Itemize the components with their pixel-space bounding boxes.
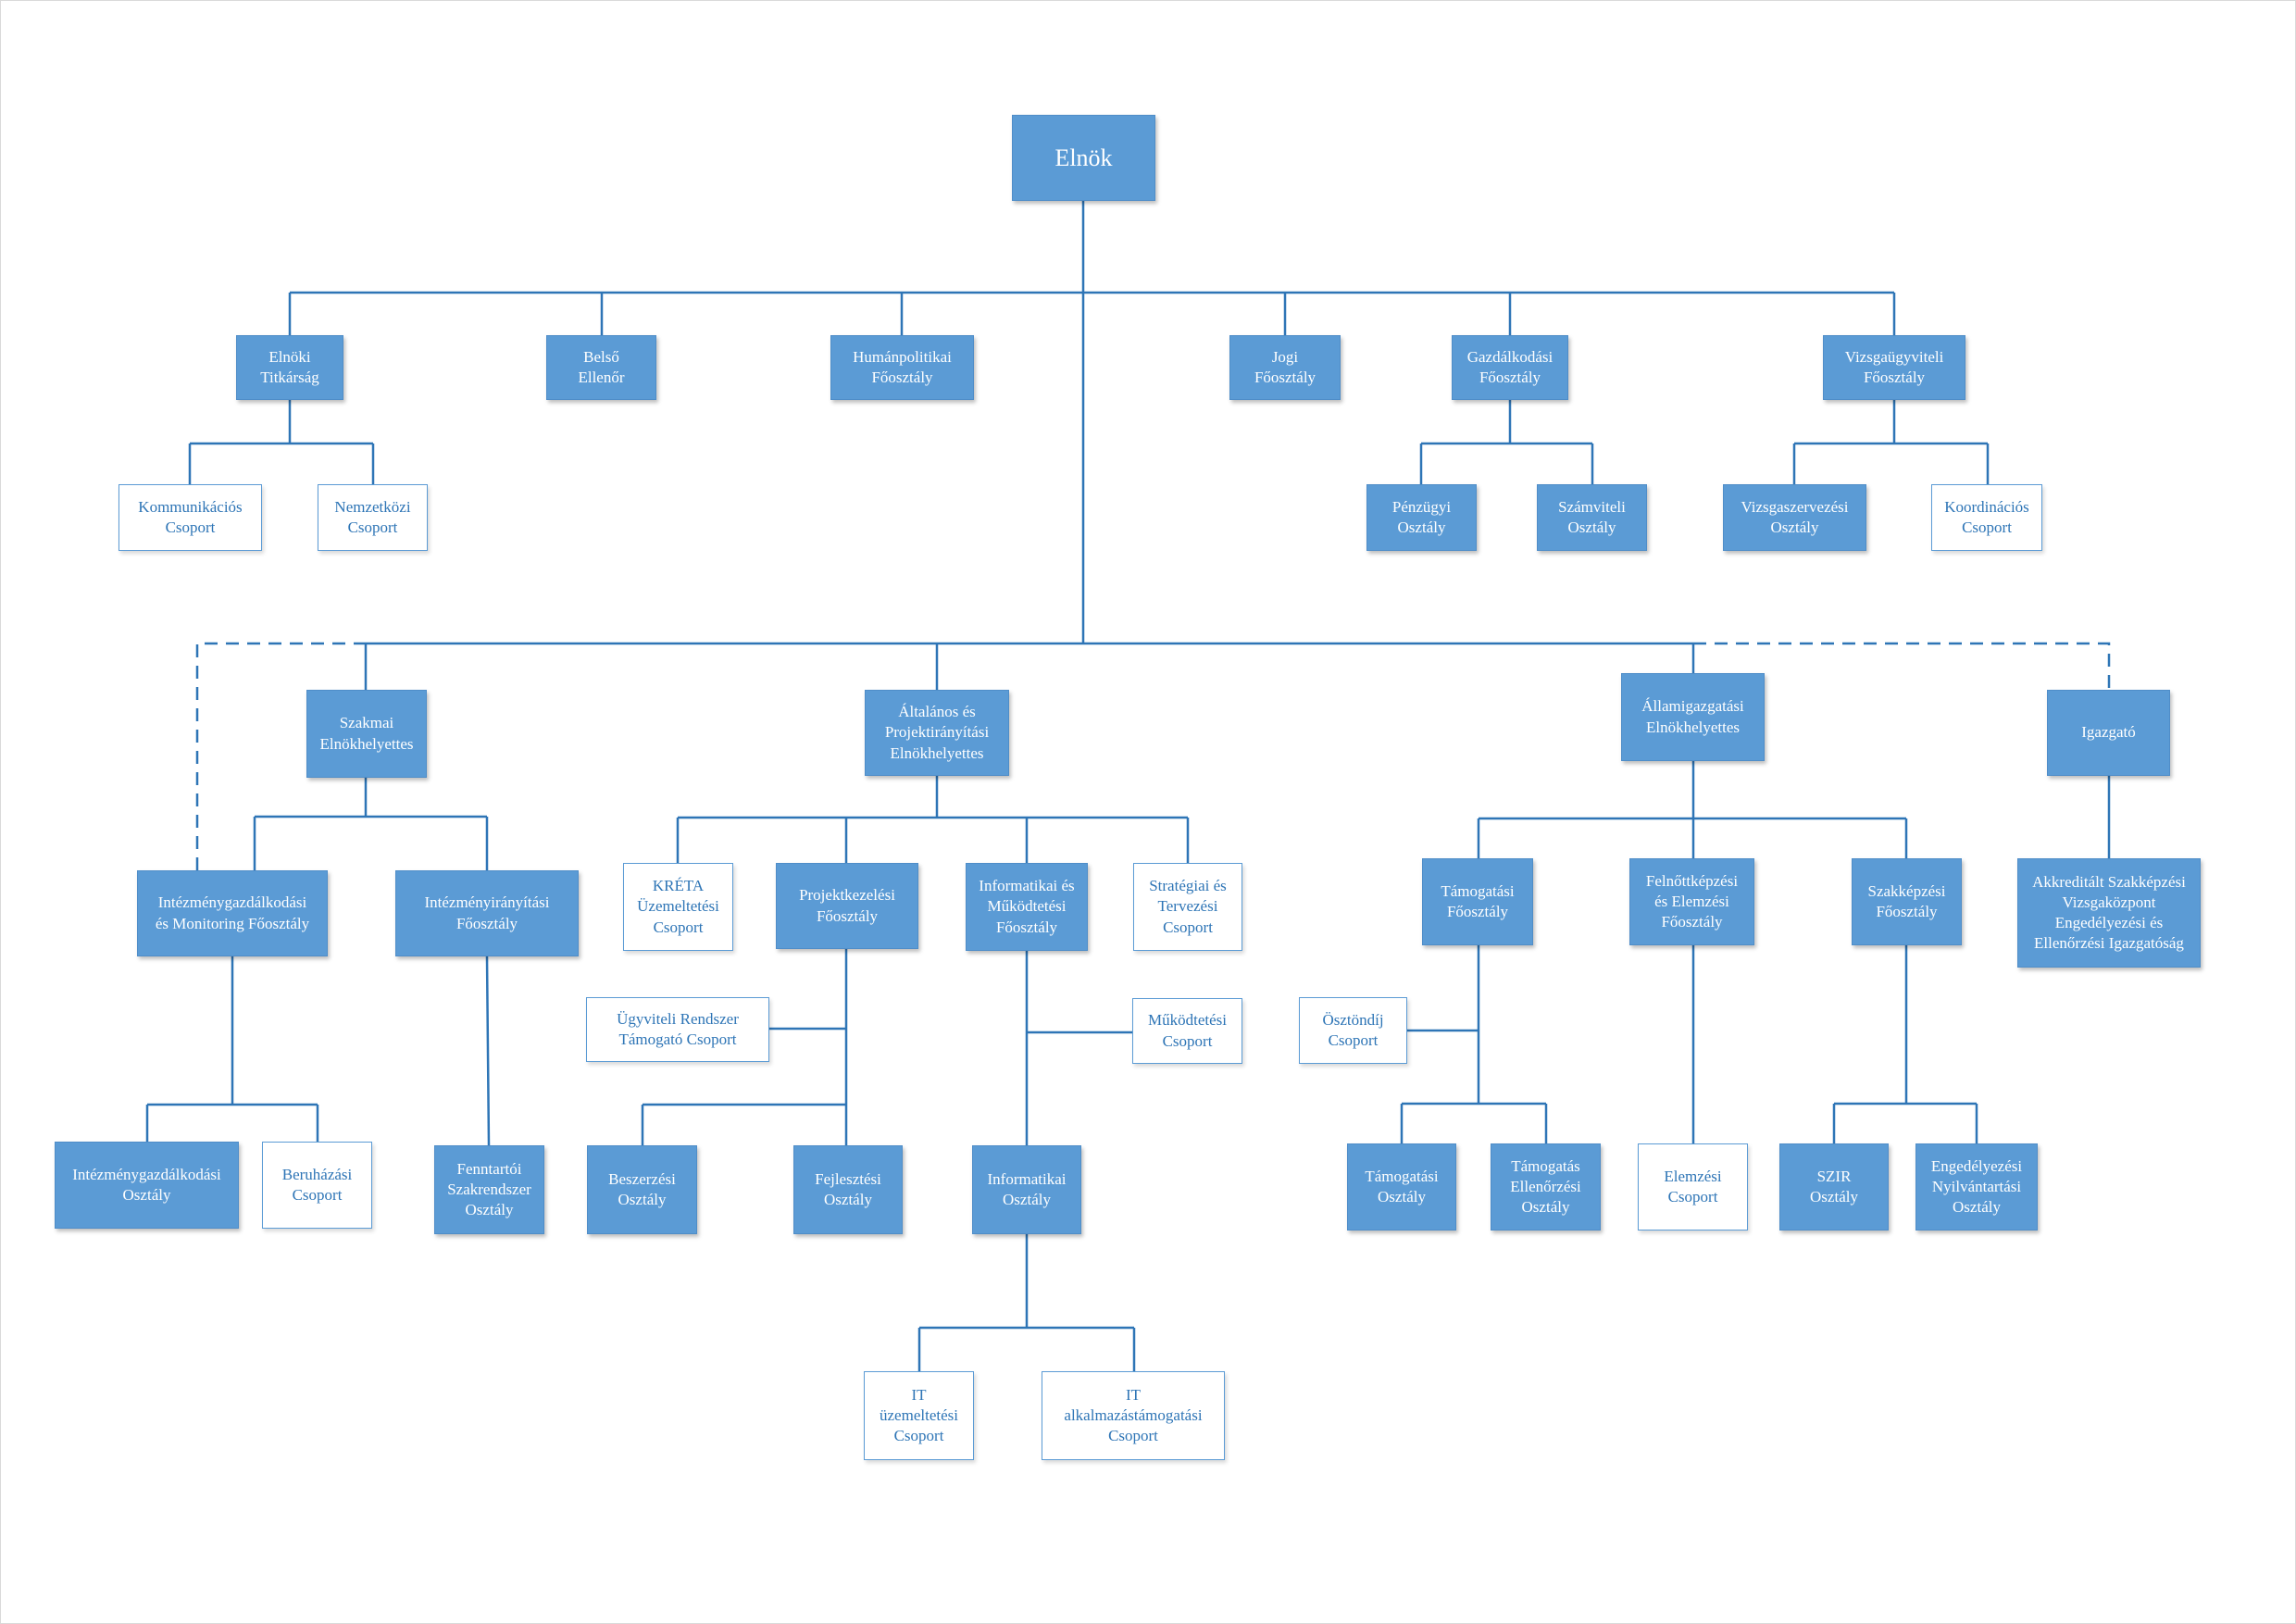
node-elnoki-titkarsag[interactable]: Elnöki Titkárság [236, 335, 343, 400]
node-fejlesztesi[interactable]: Fejlesztési Osztály [793, 1145, 903, 1234]
node-fenntartoi[interactable]: Fenntartói Szakrendszer Osztály [434, 1145, 544, 1234]
node-nemzetkozi[interactable]: Nemzetközi Csoport [318, 484, 428, 551]
node-felnottkepzesi-fo[interactable]: Felnőttképzési és Elemzési Főosztály [1629, 858, 1754, 945]
node-kommunikacios[interactable]: Kommunikációs Csoport [119, 484, 262, 551]
node-beszerzesi[interactable]: Beszerzési Osztály [587, 1145, 697, 1234]
node-szakkepzesi-fo[interactable]: Szakképzési Főosztály [1852, 858, 1962, 945]
node-szakmai-eh[interactable]: Szakmai Elnökhelyettes [306, 690, 427, 778]
node-tamogatasi-fo[interactable]: Támogatási Főosztály [1422, 858, 1533, 945]
node-ugyviteli[interactable]: Ügyviteli Rendszer Támogató Csoport [586, 997, 769, 1062]
node-szir[interactable]: SZIR Osztály [1779, 1143, 1889, 1230]
node-humanpolitikai[interactable]: Humánpolitikai Főosztály [830, 335, 974, 400]
node-intezmenyiranyitasi-fo[interactable]: Intézményirányítási Főosztály [395, 870, 579, 956]
node-szamviteli[interactable]: Számviteli Osztály [1537, 484, 1647, 551]
node-mukodtetesi[interactable]: Működtetési Csoport [1132, 998, 1242, 1064]
node-beruhazasi[interactable]: Beruházási Csoport [262, 1142, 372, 1229]
node-informatikai-oszt[interactable]: Informatikai Osztály [972, 1145, 1081, 1234]
node-akkreditalt[interactable]: Akkreditált Szakképzési Vizsgaközpont En… [2017, 858, 2201, 968]
node-strategiai[interactable]: Stratégiai és Tervezési Csoport [1133, 863, 1242, 951]
dashed-link-right [1693, 642, 2111, 690]
node-intezmenygazd-fo[interactable]: Intézménygazdálkodási és Monitoring Főos… [137, 870, 328, 956]
node-informatikai-mukodtetesi-fo[interactable]: Informatikai és Működtetési Főosztály [966, 863, 1088, 951]
node-it-uzemeltetesi[interactable]: IT üzemeltetési Csoport [864, 1371, 974, 1460]
dashed-link-left [195, 642, 366, 870]
node-intezmenygazd-oszt[interactable]: Intézménygazdálkodási Osztály [55, 1142, 239, 1229]
node-tamogatas-ellenorzesi[interactable]: Támogatás Ellenőrzési Osztály [1491, 1143, 1601, 1230]
node-projektkezelesi-fo[interactable]: Projektkezelési Főosztály [776, 863, 918, 949]
node-it-alkalmazas[interactable]: IT alkalmazástámogatási Csoport [1042, 1371, 1225, 1460]
node-kreta[interactable]: KRÉTA Üzemeltetési Csoport [623, 863, 733, 951]
node-elnok[interactable]: Elnök [1012, 115, 1155, 201]
node-vizsgaugyviteli[interactable]: Vizsgaügyviteli Főosztály [1823, 335, 1965, 400]
node-tamogatasi-oszt[interactable]: Támogatási Osztály [1347, 1143, 1456, 1230]
node-engedelyezesi[interactable]: Engedélyezési Nyilvántartási Osztály [1915, 1143, 2038, 1230]
node-gazdalkodasi[interactable]: Gazdálkodási Főosztály [1452, 335, 1568, 400]
node-igazgato[interactable]: Igazgató [2047, 690, 2170, 776]
node-allamigazgatasi-eh[interactable]: Államigazgatási Elnökhelyettes [1621, 673, 1765, 761]
node-osztondij[interactable]: Ösztöndíj Csoport [1299, 997, 1407, 1064]
node-elemzesi[interactable]: Elemzési Csoport [1638, 1143, 1748, 1230]
node-vizsgaszervezesi[interactable]: Vizsgaszervezési Osztály [1723, 484, 1866, 551]
node-jogi[interactable]: Jogi Főosztály [1229, 335, 1341, 400]
node-penzugyi[interactable]: Pénzügyi Osztály [1366, 484, 1477, 551]
node-altalanos-eh[interactable]: Általános és Projektirányítási Elnökhely… [865, 690, 1009, 776]
node-belso-ellenor[interactable]: Belső Ellenőr [546, 335, 656, 400]
node-koordinacios[interactable]: Koordinációs Csoport [1931, 484, 2042, 551]
